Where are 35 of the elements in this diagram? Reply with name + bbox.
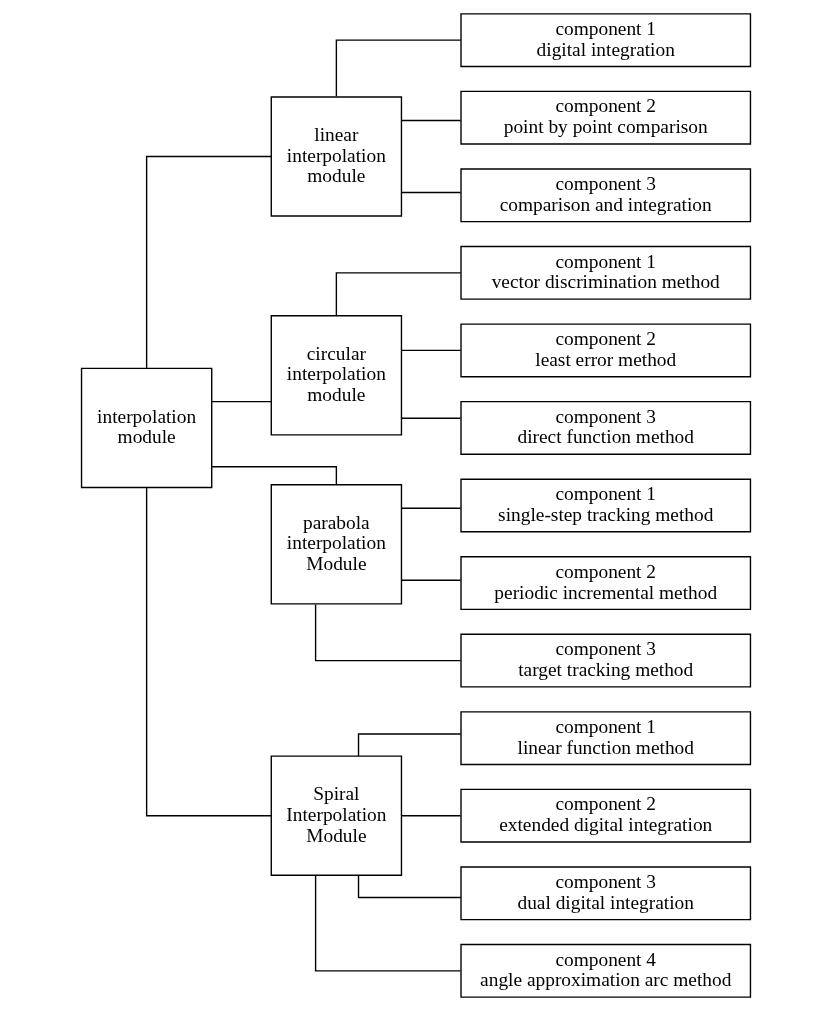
connector <box>210 400 272 403</box>
connector <box>335 39 461 97</box>
node-box: linear interpolation module <box>270 96 402 217</box>
connector <box>357 733 462 757</box>
node-box: component 1 linear function method <box>459 711 751 766</box>
connector <box>145 155 272 370</box>
connector <box>400 119 461 122</box>
connector <box>400 191 461 194</box>
connector <box>314 603 461 662</box>
node-box: component 2 periodic incremental method <box>459 556 751 611</box>
node-box: component 1 digital integration <box>459 13 751 68</box>
node-box: component 2 least error method <box>459 323 751 378</box>
connector <box>210 466 337 486</box>
node-box: component 2 extended digital integration <box>459 788 751 843</box>
node-box: component 3 dual digital integration <box>459 866 751 921</box>
node-box: component 2 point by point comparison <box>459 90 751 145</box>
connector <box>314 875 461 972</box>
connector <box>357 874 462 899</box>
node-box: component 3 direct function method <box>459 400 751 455</box>
connector <box>145 487 272 817</box>
node-box: Spiral Interpolation Module <box>270 755 402 876</box>
node-box: component 3 target tracking method <box>459 633 751 688</box>
node-box: interpolation module <box>80 367 212 489</box>
node-box: component 1 vector discrimination method <box>459 245 751 300</box>
connector <box>400 417 461 419</box>
node-box: circular interpolation module <box>270 315 402 436</box>
node-box: component 3 comparison and integration <box>459 168 751 223</box>
node-box: parabola interpolation Module <box>270 484 402 605</box>
connector <box>335 272 461 317</box>
node-box: component 4 angle approximation arc method <box>459 943 751 998</box>
connector <box>400 507 461 509</box>
connector <box>400 579 461 581</box>
connector <box>400 349 461 352</box>
node-box: component 1 single-step tracking method <box>459 478 751 533</box>
connector <box>400 815 461 817</box>
